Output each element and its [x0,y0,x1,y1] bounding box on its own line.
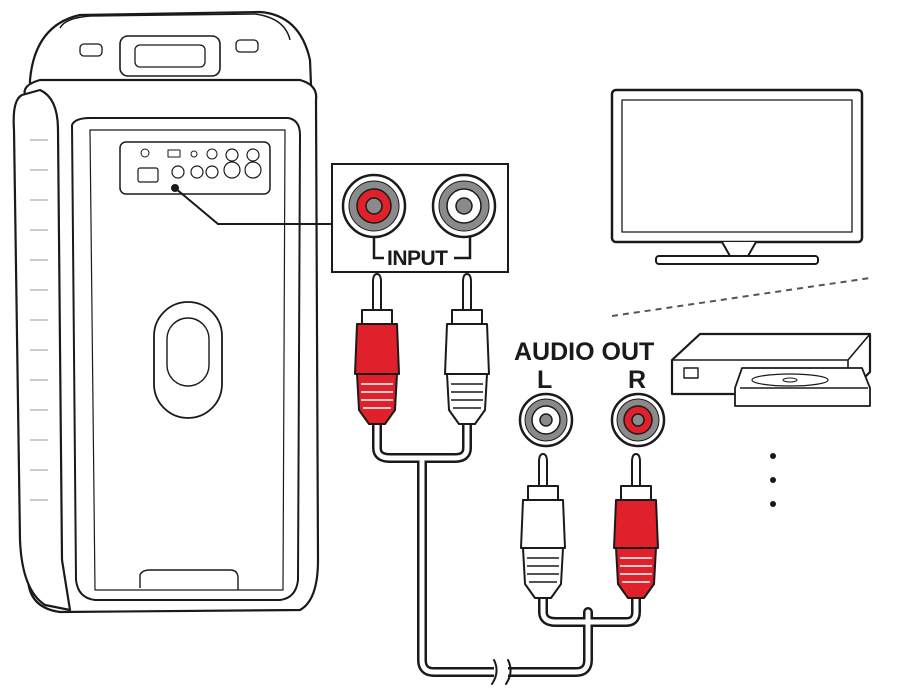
audio-out-left-jack-icon [518,392,574,448]
red-plug-top [354,273,400,425]
red-plug-bottom [613,453,659,599]
tv-monitor-icon [610,88,864,265]
ellipsis-icon [770,453,776,507]
callout-line [171,184,332,225]
audio-out-right-jack-icon [610,392,666,448]
speaker-icon [12,10,320,614]
dashed-separator [611,277,871,317]
input-jack-panel [331,163,509,273]
audio-out-label: AUDIO OUT [514,338,655,366]
rca-plug-icon [354,273,659,599]
left-channel-label: L [537,366,553,394]
rca-cable [372,415,641,685]
input-white-jack-icon [431,173,497,239]
white-plug-bottom [520,453,566,599]
input-label: INPUT [384,248,451,269]
input-red-jack-icon [341,173,407,239]
right-channel-label: R [628,366,647,394]
dvd-player-icon [670,332,872,407]
white-plug-top [444,273,490,425]
